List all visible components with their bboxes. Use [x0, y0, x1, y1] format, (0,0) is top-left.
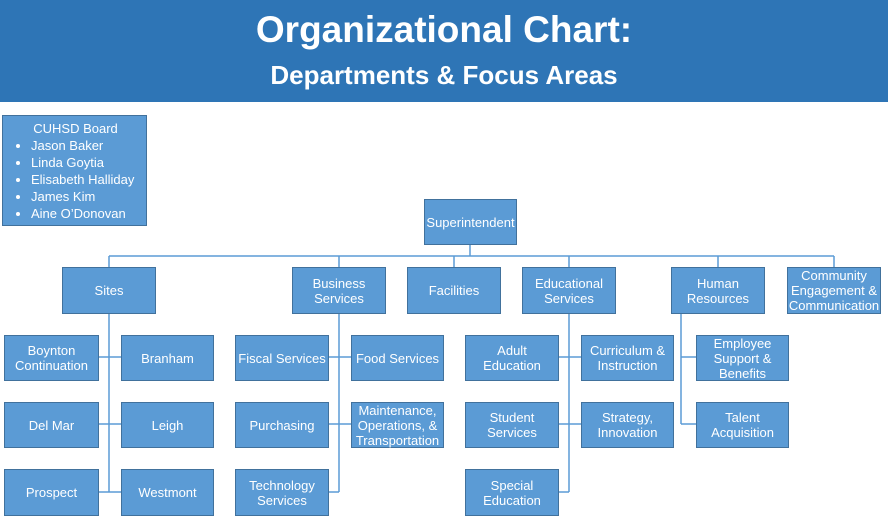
board-member: Elisabeth Halliday — [31, 171, 142, 188]
unit-student-services-box: Student Services — [465, 402, 559, 448]
site-leigh-box: Leigh — [121, 402, 214, 448]
unit-talent-acquisition-box: Talent Acquisition — [696, 402, 789, 448]
site-prospect-box: Prospect — [4, 469, 99, 516]
unit-strategy-innovation-box: Strategy, Innovation — [581, 402, 674, 448]
board-member: James Kim — [31, 188, 142, 205]
dept-human-resources-box: Human Resources — [671, 267, 765, 314]
dept-sites-box: Sites — [62, 267, 156, 314]
unit-special-education-box: Special Education — [465, 469, 559, 516]
site-boynton-box: Boynton Continuation — [4, 335, 99, 381]
chart-subtitle: Departments & Focus Areas — [270, 60, 618, 90]
board-title: CUHSD Board — [33, 121, 118, 136]
dept-business-services-box: Business Services — [292, 267, 386, 314]
unit-fiscal-services-box: Fiscal Services — [235, 335, 329, 381]
unit-technology-services-box: Technology Services — [235, 469, 329, 516]
unit-curriculum-instruction-box: Curriculum & Instruction — [581, 335, 674, 381]
unit-purchasing-box: Purchasing — [235, 402, 329, 448]
board-member: Aine O’Donovan — [31, 205, 142, 222]
site-westmont-box: Westmont — [121, 469, 214, 516]
unit-food-services-box: Food Services — [351, 335, 444, 381]
chart-title: Organizational Chart: — [255, 9, 633, 50]
site-branham-box: Branham — [121, 335, 214, 381]
superintendent-box: Superintendent — [424, 199, 517, 245]
board-member-list: Jason Baker Linda Goytia Elisabeth Halli… — [9, 137, 142, 222]
dept-facilities-box: Facilities — [407, 267, 501, 314]
dept-community-engagement-box: Community Engagement & Communication — [787, 267, 881, 314]
unit-employee-support-box: Employee Support & Benefits — [696, 335, 789, 381]
unit-adult-education-box: Adult Education — [465, 335, 559, 381]
dept-educational-services-box: Educational Services — [522, 267, 616, 314]
site-del-mar-box: Del Mar — [4, 402, 99, 448]
unit-maintenance-operations-box: Maintenance, Operations, & Transportatio… — [351, 402, 444, 448]
title-banner: Organizational Chart: Departments & Focu… — [0, 0, 888, 102]
board-member: Linda Goytia — [31, 154, 142, 171]
board-member: Jason Baker — [31, 137, 142, 154]
board-box: CUHSD Board Jason Baker Linda Goytia Eli… — [2, 115, 147, 226]
